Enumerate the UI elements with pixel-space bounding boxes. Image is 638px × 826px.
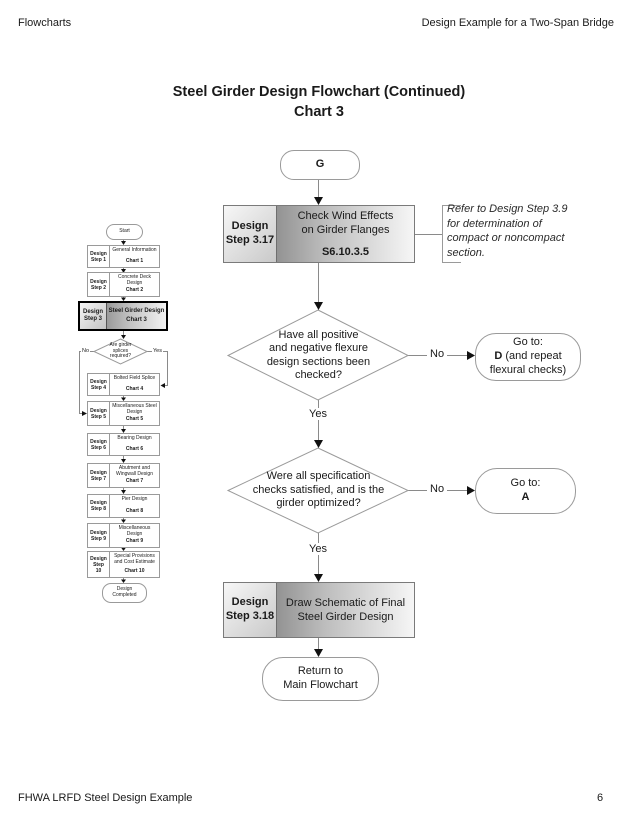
goto-a-line1: Go to: [510,477,541,490]
mini-step-9-title: Miscellaneous Design [118,525,151,537]
header-section-label: Flowcharts [18,17,72,29]
mini-end-terminal: Design Completed [102,583,147,603]
decision-2-no-label: No [427,483,448,496]
mini-step-7-chart: Chart 7 [125,478,144,485]
mini-step-1-label: Design Step 1 [88,246,110,267]
mini-step-5-box: Design Step 5 Miscellaneous Steel Design… [87,401,160,426]
mini-step-1-title: General Information [112,247,157,253]
goto-d-line3: flexural checks) [489,363,567,376]
mini-step-1-chart: Chart 1 [125,258,144,265]
mini-step-7-label: Design Step 7 [88,464,110,487]
mini-step-10-chart: Chart 10 [124,568,145,575]
mini-step-8-chart: Chart 8 [125,508,144,515]
mini-step-2-title: Concrete Deck Design [117,274,152,286]
main-flow-arrowheads [314,197,475,657]
page-title-line2: Chart 3 [294,104,344,121]
mini-step-2-label: Design Step 2 [88,273,110,296]
mini-decision-no-label: No [81,347,91,354]
mini-decision-yes-label: Yes [152,347,163,354]
page-title: Steel Girder Design Flowchart (Continued… [0,82,638,123]
goto-d-line1: Go to: [513,336,543,349]
mini-step-4-chart: Chart 4 [125,386,144,393]
decision-2-question: Were all specification checks satisfied,… [252,470,385,510]
mini-step-3-label: Design Step 3 [80,303,107,329]
goto-d-line2: D (and repeat [494,350,561,364]
mini-step-7-title: Abutment and Wingwall Design [116,465,153,477]
mini-step-2-chart: Chart 2 [125,287,144,294]
mini-flow-arrowheads [82,241,165,583]
mini-step-4-label: Design Step 4 [88,374,110,395]
mini-step-5-title: Miscellaneous Steel Design [112,403,157,415]
step-3-18-title: Draw Schematic of Final Steel Girder Des… [285,596,406,623]
decision-1-question: Have all positive and negative flexure d… [266,328,371,381]
process-box-step-3-18: Design Step 3.18 Draw Schematic of Final… [223,582,415,638]
connector-terminal-g: G [280,150,360,180]
mini-step-10-label: Design Step 10 [88,552,110,577]
decision-diamond-2 [226,447,410,534]
note-bracket [442,205,461,263]
mini-step-6-chart: Chart 6 [125,446,144,453]
goto-d-terminal: Go to: D (and repeat flexural checks) [475,333,581,381]
goto-d-line2-rest: (and repeat [502,350,562,363]
process-box-step-3-17: Design Step 3.17 Check Wind Effects on G… [223,205,415,263]
mini-step-7-box: Design Step 7 Abutment and Wingwall Desi… [87,463,160,488]
decision-1-no-label: No [427,348,448,361]
footer-page-number: 6 [597,792,604,804]
mini-step-6-label: Design Step 6 [88,434,110,455]
step-3-18-label: Design Step 3.18 [224,583,277,637]
mini-step-5-label: Design Step 5 [88,402,110,425]
mini-step-3-title: Steel Girder Design [108,308,165,315]
goto-d-letter: D [494,350,503,363]
mini-start-terminal: Start [106,224,143,240]
mini-step-10-title: Special Provisions and Cost Estimate [114,553,155,565]
goto-a-letter: A [521,491,530,503]
mini-decision-question: Are girder splices required? [109,342,132,360]
mini-step-8-title: Pier Design [121,496,148,502]
decision-diamond-1 [226,309,410,401]
mini-step-8-label: Design Step 8 [88,495,110,517]
step-3-17-label: Design Step 3.17 [224,206,277,262]
mini-step-4-title: Bolted Field Splice [113,375,156,381]
header-doc-title: Design Example for a Two-Span Bridge [421,17,614,29]
step-3-17-spec-ref: S6.10.3.5 [321,245,370,258]
mini-step-10-box: Design Step 10 Special Provisions and Co… [87,551,160,578]
mini-step-3-chart: Chart 3 [126,317,147,323]
goto-a-terminal: Go to: A [475,468,576,514]
footer-doc-name: FHWA LRFD Steel Design Example [18,792,193,804]
return-terminal: Return to Main Flowchart [262,657,379,701]
decision-1-yes-label: Yes [306,408,330,421]
mini-step-5-chart: Chart 5 [125,416,144,423]
connector-g-label: G [315,158,325,171]
mini-step-6-title: Bearing Design [117,435,152,441]
mini-step-9-chart: Chart 9 [125,538,144,545]
page-title-line1: Steel Girder Design Flowchart (Continued… [172,84,466,100]
mini-step-9-label: Design Step 9 [88,524,110,547]
step-3-17-title: Check Wind Effects on Girder Flanges [297,210,394,237]
mini-decision-diamond [92,338,149,365]
side-note: Refer to Design Step 3.9 for determinati… [447,203,568,260]
decision-2-yes-label: Yes [306,543,330,556]
